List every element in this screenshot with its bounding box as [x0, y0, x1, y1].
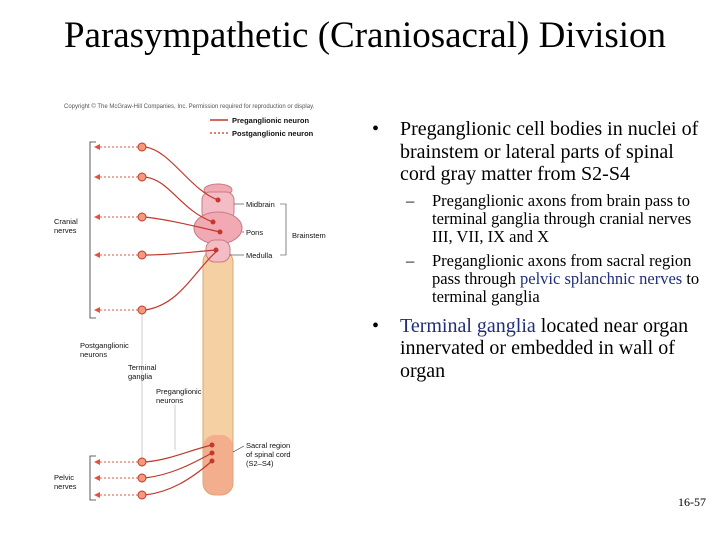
- sacral-region-label-3: (S2–S4): [246, 459, 274, 468]
- sub-bullet-dash: –: [406, 192, 414, 210]
- midbrain-label: Midbrain: [246, 200, 275, 209]
- sacral-region-label-1: Sacral region: [246, 441, 290, 450]
- sub-bullet-1-text: Preganglionic axons from brain pass to t…: [432, 191, 691, 246]
- sub-bullet-1: – Preganglionic axons from brain pass to…: [370, 192, 705, 246]
- postganglionic-neurons-label-2: neurons: [80, 350, 107, 359]
- page-number: 16-57: [678, 495, 706, 510]
- arrowhead-s3: [94, 492, 100, 498]
- pelvic-nerves-label-2: nerves: [54, 482, 77, 491]
- sacral-path-3: [145, 461, 212, 495]
- ganglion-s3: [138, 491, 146, 499]
- terminal-ganglia-label-2: ganglia: [128, 372, 153, 381]
- sacral-region-label-2: of spinal cord: [246, 450, 291, 459]
- ganglion-s2: [138, 474, 146, 482]
- sacral-leader: [233, 446, 244, 452]
- pelvic-nerves-label-1: Pelvic: [54, 473, 74, 482]
- sub-bullet-2: – Preganglionic axons from sacral region…: [370, 252, 705, 306]
- arrowhead-2: [94, 174, 100, 180]
- parasympathetic-diagram: Copyright © The McGraw-Hill Companies, I…: [50, 100, 360, 520]
- medulla-label: Medulla: [246, 251, 273, 260]
- sacral-path-2: [145, 453, 212, 478]
- cranial-nerves-label-1: Cranial: [54, 217, 78, 226]
- ganglion-c1: [138, 143, 146, 151]
- brainstem-bracket: [280, 204, 286, 255]
- cranial-nerves-label-2: nerves: [54, 226, 77, 235]
- bullet-dot: •: [372, 315, 379, 338]
- preganglionic-neurons-label-1: Preganglionic: [156, 387, 202, 396]
- bullet-2: • Terminal ganglia located near organ in…: [370, 315, 705, 383]
- ganglion-c5: [138, 306, 146, 314]
- ganglion-c3: [138, 213, 146, 221]
- bullet-list: • Preganglionic cell bodies in nuclei of…: [370, 118, 705, 382]
- diagram-svg: Copyright © The McGraw-Hill Companies, I…: [50, 100, 360, 520]
- ganglion-c4: [138, 251, 146, 259]
- sacral-path-1: [145, 445, 212, 462]
- legend-preganglionic: Preganglionic neuron: [232, 116, 310, 125]
- arrowhead-1: [94, 144, 100, 150]
- postganglionic-neurons-label-1: Postganglionic: [80, 341, 129, 350]
- arrowhead-5: [94, 307, 100, 313]
- bullet-1: • Preganglionic cell bodies in nuclei of…: [370, 118, 705, 186]
- pons-label: Pons: [246, 228, 263, 237]
- cranial-bracket: [90, 142, 96, 318]
- ganglion-c2: [138, 173, 146, 181]
- bullet-1-text: Preganglionic cell bodies in nuclei of b…: [400, 118, 698, 185]
- arrowhead-3: [94, 214, 100, 220]
- legend-postganglionic: Postganglionic neuron: [232, 129, 314, 138]
- bullet-2-highlight: Terminal ganglia: [400, 315, 536, 337]
- slide-title: Parasympathetic (Craniosacral) Division: [60, 14, 670, 58]
- sub-bullet-dash: –: [406, 252, 414, 270]
- terminal-ganglia-label-1: Terminal: [128, 363, 157, 372]
- copyright-text: Copyright © The McGraw-Hill Companies, I…: [64, 103, 315, 110]
- preganglionic-neurons-label-2: neurons: [156, 396, 183, 405]
- ganglion-s1: [138, 458, 146, 466]
- arrowhead-s2: [94, 475, 100, 481]
- bullet-dot: •: [372, 118, 379, 141]
- brainstem-label: Brainstem: [292, 231, 326, 240]
- arrowhead-4: [94, 252, 100, 258]
- arrowhead-s1: [94, 459, 100, 465]
- sub-bullet-2-highlight: pelvic splanchnic nerves: [520, 269, 682, 288]
